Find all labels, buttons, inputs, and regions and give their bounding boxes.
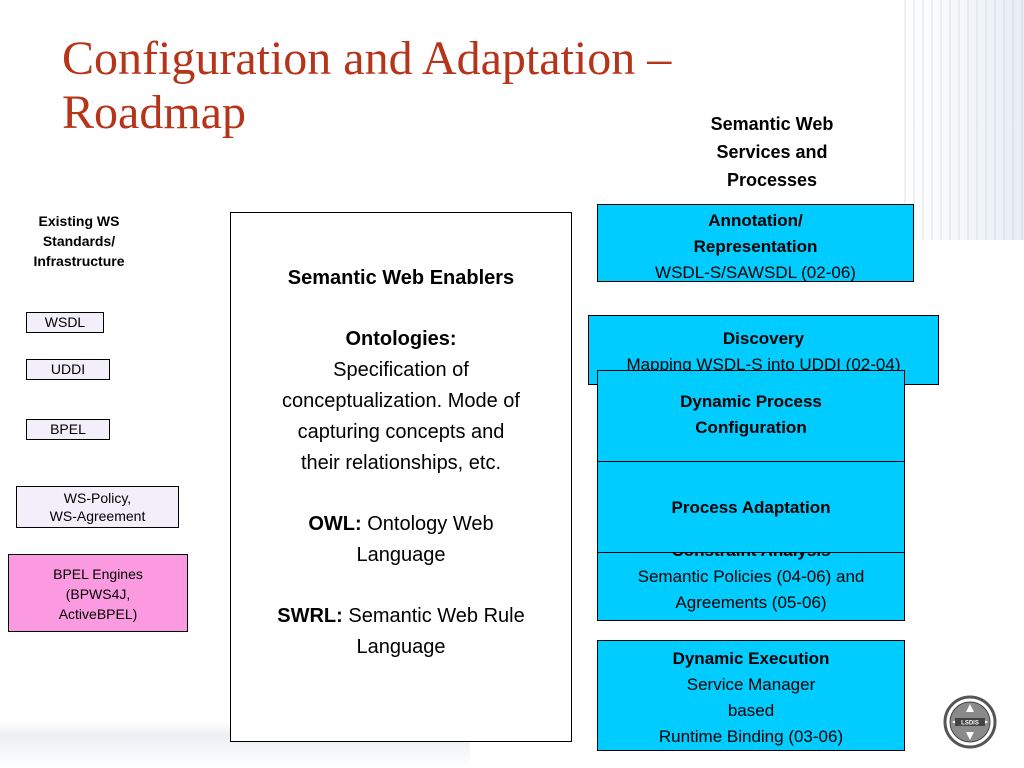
semantic-ws-heading-line3: Processes	[726, 170, 818, 190]
semantic-web-enablers-box: Semantic Web Enablers Ontologies: Specif…	[230, 212, 572, 742]
process-adaptation-box: Process Adaptation	[597, 461, 905, 553]
annotation-title2: Representation	[693, 237, 818, 256]
bpel-engines-line2: (BPWS4J,	[65, 586, 131, 602]
bpel-engines-line1: BPEL Engines	[53, 566, 143, 582]
semantic-ws-heading: Semantic Web Services and Processes	[672, 110, 872, 194]
discovery-detail: Mapping WSDL-S into UDDI (02-04)	[626, 355, 901, 374]
bpel-label: BPEL	[50, 421, 86, 437]
slide-title-line1: Configuration and Adaptation –	[62, 32, 672, 85]
semantic-ws-heading-line1: Semantic Web	[710, 114, 834, 134]
ontologies-text-4: their relationships, etc.	[300, 452, 502, 474]
dynamic-execution-line2: based	[727, 701, 775, 720]
ontologies-text-1: Specification of	[333, 359, 469, 381]
dynamic-execution-box: Dynamic Execution Service Manager based …	[597, 640, 905, 751]
dynamic-execution-title: Dynamic Execution	[672, 649, 830, 668]
existing-ws-heading-line2: Standards/	[42, 233, 116, 249]
swrl-text-2: Language	[356, 636, 446, 658]
wsdl-label: WSDL	[44, 314, 86, 330]
slide-title: Configuration and Adaptation – Roadmap	[62, 32, 782, 140]
uddi-box: UDDI	[26, 359, 110, 380]
dynamic-process-line2: Configuration	[695, 418, 807, 437]
enablers-heading: Semantic Web Enablers	[287, 267, 515, 289]
ontologies-text-3: capturing concepts and	[297, 421, 505, 443]
uddi-label: UDDI	[50, 361, 86, 377]
ws-policy-line2: WS-Agreement	[49, 508, 146, 524]
annotation-box: Annotation/ Representation WSDL-S/SAWSDL…	[597, 204, 914, 282]
discovery-title: Discovery	[722, 329, 805, 348]
semantic-ws-heading-line2: Services and	[716, 142, 828, 162]
wsdl-box: WSDL	[26, 312, 104, 333]
process-adaptation-label: Process Adaptation	[671, 498, 831, 517]
corner-decoration	[904, 0, 1024, 240]
ontologies-text-2: conceptualization. Mode of	[282, 390, 520, 412]
svg-text:LSDIS: LSDIS	[961, 721, 979, 727]
bpel-box: BPEL	[26, 419, 110, 440]
dynamic-process-configuration-box: Dynamic Process Configuration	[597, 370, 905, 462]
existing-ws-heading-line3: Infrastructure	[33, 253, 125, 269]
dynamic-execution-line3: Runtime Binding (03-06)	[658, 727, 844, 746]
slide-title-line2: Roadmap	[62, 86, 246, 139]
ws-policy-box: WS-Policy, WS-Agreement	[16, 486, 179, 528]
swrl-text: Semantic Web Rule	[348, 605, 525, 627]
dynamic-process-line1: Dynamic Process	[680, 392, 822, 411]
annotation-detail: WSDL-S/SAWSDL (02-06)	[655, 263, 856, 282]
bpel-engines-line3: ActiveBPEL)	[58, 606, 138, 622]
owl-text-2: Language	[356, 544, 446, 566]
compass-arrows-logo: LSDIS	[943, 695, 997, 749]
existing-ws-heading: Existing WS Standards/ Infrastructure	[14, 211, 144, 271]
constraint-detail-2: Agreements (05-06)	[675, 593, 827, 612]
dynamic-execution-line1: Service Manager	[686, 675, 816, 694]
annotation-title: Annotation/	[708, 211, 803, 230]
owl-text: Ontology Web	[367, 513, 494, 535]
ontologies-label: Ontologies:	[345, 328, 457, 350]
constraint-detail-1: Semantic Policies (04-06) and	[637, 567, 865, 586]
swrl-label: SWRL:	[277, 605, 343, 627]
bpel-engines-box: BPEL Engines (BPWS4J, ActiveBPEL)	[8, 554, 188, 632]
ws-policy-line1: WS-Policy,	[63, 490, 132, 506]
existing-ws-heading-line1: Existing WS	[38, 213, 120, 229]
owl-label: OWL:	[308, 513, 362, 535]
